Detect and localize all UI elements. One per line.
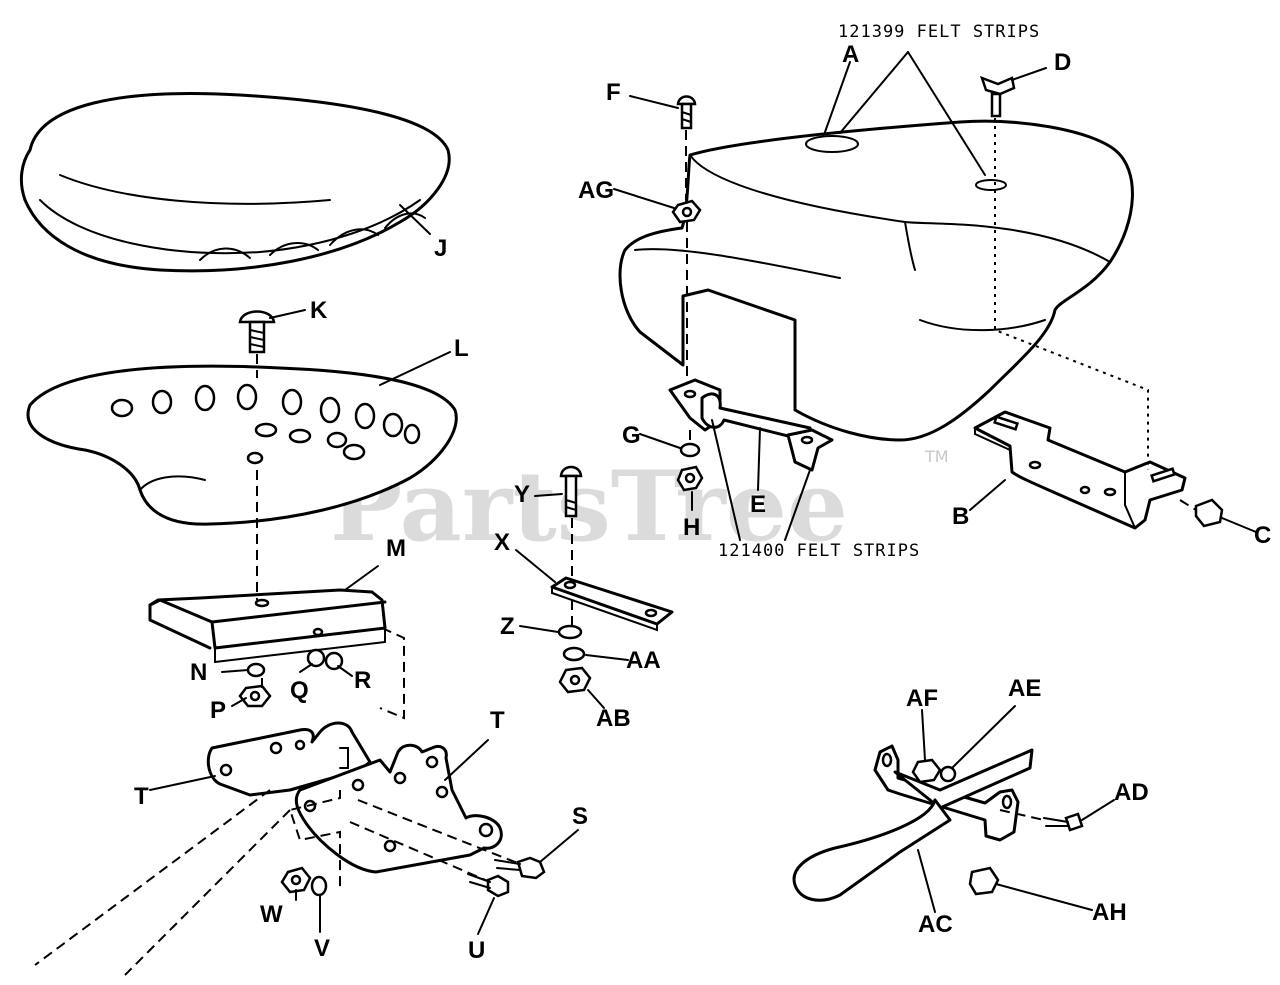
label-ac: AC — [918, 911, 953, 938]
label-b: B — [952, 503, 969, 530]
label-t-right: T — [490, 707, 505, 734]
part-bolt-y — [559, 465, 583, 518]
label-ae: AE — [1008, 675, 1041, 702]
label-aa: AA — [626, 647, 661, 674]
label-a: A — [842, 41, 859, 68]
label-d: D — [1054, 49, 1071, 76]
label-l: L — [454, 335, 469, 362]
part-seat-cover — [19, 92, 451, 273]
watermark-trademark: TM — [924, 447, 949, 466]
felt-strips-callout-bottom: 121400 FELT STRIPS — [718, 541, 920, 561]
label-j: J — [434, 235, 447, 262]
part-step-bracket-ac — [792, 744, 1034, 902]
fender-assembly-guide-lines — [685, 118, 1197, 511]
label-g: G — [622, 422, 641, 449]
label-t-left: T — [134, 783, 149, 810]
part-pan-seat — [26, 364, 458, 526]
label-v: V — [314, 935, 330, 962]
label-q: Q — [290, 677, 309, 704]
label-k: K — [310, 297, 328, 324]
part-screw-f-wingbolt-d-nut-ag — [671, 75, 1016, 224]
part-fender-cover-a — [618, 119, 1134, 442]
label-ag: AG — [578, 177, 614, 204]
part-bracket-b — [973, 410, 1187, 530]
seat-assembly-guide-lines — [34, 354, 573, 976]
part-clip-c — [1194, 498, 1224, 528]
label-r: R — [354, 667, 371, 694]
label-s: S — [572, 803, 588, 830]
label-h: H — [683, 514, 700, 541]
part-seat-bracket-m — [148, 588, 387, 664]
part-bolts-s-u-nuts-w-v — [280, 856, 546, 898]
label-y: Y — [514, 481, 530, 508]
label-ad: AD — [1114, 779, 1149, 806]
leader-lines — [149, 51, 1257, 935]
label-af: AF — [906, 685, 938, 712]
label-x: X — [494, 529, 510, 556]
felt-strips-callout-top: 121399 FELT STRIPS — [838, 22, 1040, 42]
part-washer-g-nut-h — [676, 442, 704, 492]
part-tube-bracket-e — [668, 378, 834, 472]
part-strap-x — [550, 576, 674, 632]
label-u: U — [468, 937, 485, 964]
label-z: Z — [500, 613, 515, 640]
part-washers-z-aa-ab — [557, 624, 592, 694]
label-f: F — [606, 79, 621, 106]
label-n: N — [190, 659, 207, 686]
label-e: E — [750, 491, 766, 518]
label-ah: AH — [1092, 899, 1127, 926]
label-w: W — [260, 901, 283, 928]
part-carriage-bolt-k — [238, 310, 276, 354]
label-p: P — [210, 697, 226, 724]
label-ab: AB — [596, 705, 631, 732]
part-nuts-af-ae-bolt-ad-clip-ah — [911, 758, 1084, 896]
part-labels: A B C D E F G H J K L M N P Q R S T T U … — [134, 41, 1271, 964]
label-c: C — [1254, 522, 1271, 549]
label-m: M — [386, 535, 406, 562]
part-pivot-plates-t — [206, 721, 503, 874]
